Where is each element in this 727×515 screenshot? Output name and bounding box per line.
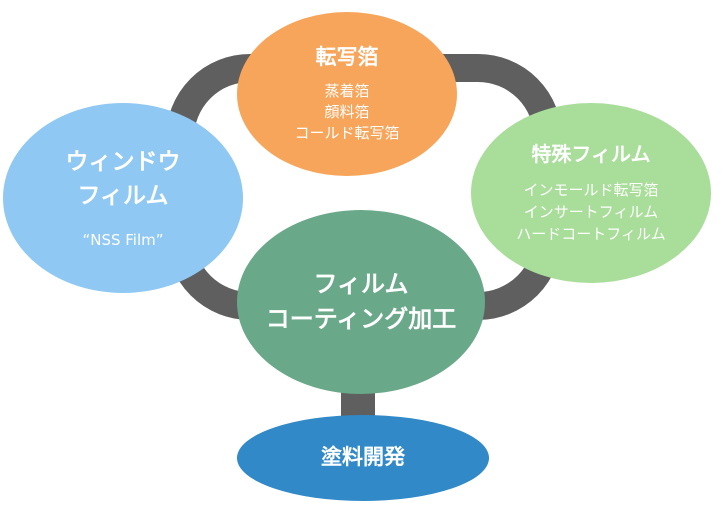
- node-window-film-subtitle: “NSS Film”: [82, 231, 164, 250]
- node-transfer-foil-item: 顔料箔: [324, 103, 370, 122]
- node-paint-development-title: 塗料開発: [321, 445, 405, 470]
- node-transfer-foil: 転写箔 蒸着箔 顔料箔 コールド転写箔: [237, 12, 457, 176]
- node-film-coating-title-line2: コーティング加工: [265, 305, 457, 333]
- node-special-film-item: インモールド転写箔: [523, 181, 659, 199]
- node-window-film-title-line1: ウィンドウ: [65, 149, 181, 176]
- node-paint-development: 塗料開発: [237, 415, 489, 501]
- node-film-coating: フィルム コーティング加工: [237, 210, 485, 394]
- node-special-film-item: インサートフィルム: [523, 203, 659, 221]
- node-special-film-title: 特殊フィルム: [531, 142, 651, 166]
- node-special-film-item: ハードコートフィルム: [516, 225, 666, 243]
- node-window-film-title-line2: フィルム: [77, 183, 169, 210]
- node-special-film: 特殊フィルム インモールド転写箔 インサートフィルム ハードコートフィルム: [471, 103, 711, 283]
- node-window-film: ウィンドウ フィルム “NSS Film”: [3, 103, 243, 293]
- node-film-coating-title-line1: フィルム: [313, 270, 409, 298]
- node-transfer-foil-title: 転写箔: [315, 44, 379, 69]
- node-transfer-foil-item: 蒸着箔: [324, 82, 370, 101]
- node-transfer-foil-item: コールド転写箔: [294, 124, 400, 143]
